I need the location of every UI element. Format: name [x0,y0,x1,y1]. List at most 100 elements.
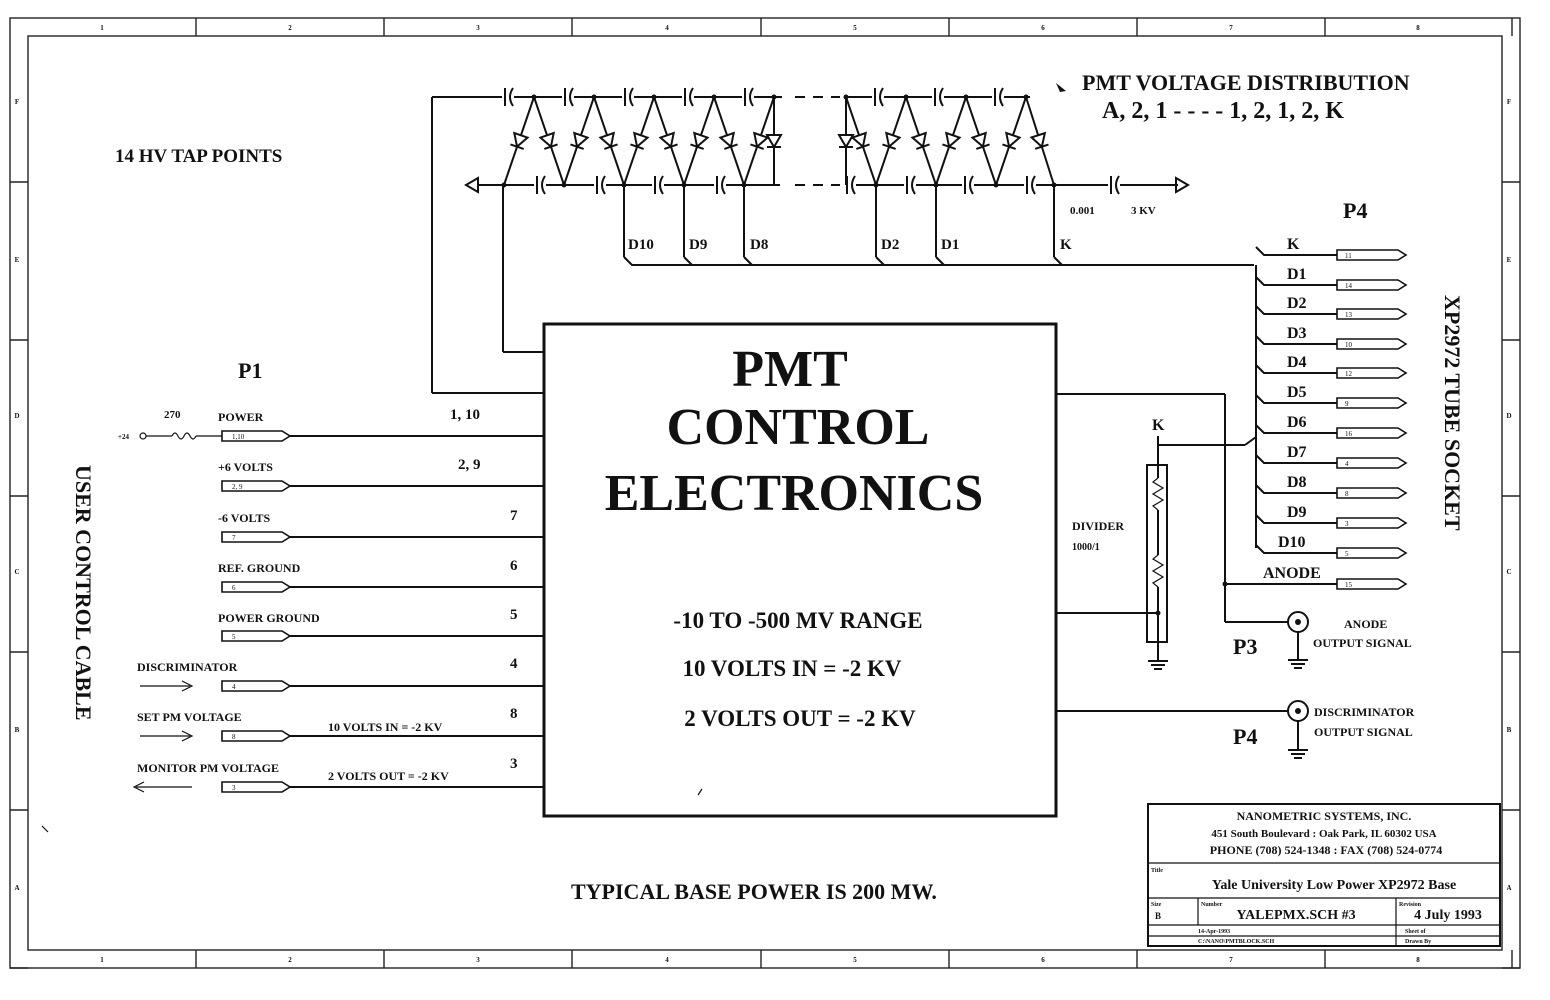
frame-col-marker: 6 [1041,956,1045,964]
pmt-control-electronics-block [542,322,1058,818]
power-supply-resistor [139,432,222,440]
frame-col-marker: 5 [853,24,857,32]
drawing-revision: 4 July 1993 [1414,908,1482,923]
p4-pin-name: K [1287,236,1300,253]
frame-col-marker: 3 [476,956,480,964]
frame-row-marker: D [1506,412,1511,420]
capacitor-symbol [652,175,664,195]
p4-pin-name: D2 [1287,295,1307,312]
diode-symbol [593,96,625,186]
p1-pin-number: 8 [510,706,518,722]
block-spec-in: 10 VOLTS IN = -2 KV [682,656,901,681]
anode-bnc-connector-icon [1287,611,1309,633]
p4-pin-name: D7 [1287,444,1307,461]
anode-output-line2: OUTPUT SIGNAL [1313,636,1412,650]
p4-pin-connector: 10 [1336,338,1408,350]
p1-pin-tag: 8 [232,733,236,741]
diode-symbol [965,96,997,186]
p4-pin-name: D3 [1287,325,1307,342]
p4-pin-connector: 12 [1336,367,1408,379]
p4-pin-connector: 8 [1336,487,1408,499]
p1-pin-number: 1, 10 [450,407,480,423]
frame-col-marker: 4 [665,24,669,32]
tube-socket-title: XP2972 TUBE SOCKET [1440,295,1465,531]
p4-output-label: P4 [1233,724,1257,749]
tap-k: K [1060,237,1072,253]
p4-pin-name: D8 [1287,474,1307,491]
p4-pin-connector: 14 [1336,279,1408,291]
block-title-line2: CONTROL [667,399,930,456]
diode-symbol [533,96,565,186]
ladder-node [591,94,597,100]
ladder-node [993,182,999,188]
frame-col-marker: 1 [100,956,104,964]
p4-pin-name: D10 [1278,534,1306,551]
p1-signal-name: DISCRIMINATOR [137,660,238,674]
disc-output-line1: DISCRIMINATOR [1314,705,1415,719]
diode-symbol [1025,96,1055,186]
anode-output-wiring [1056,583,1337,759]
p4-pin-name: D4 [1287,354,1307,371]
monitor-voltage-direction-arrow-icon [132,781,192,793]
frame-row-marker: A [14,884,19,892]
frame-col-marker: 3 [476,24,480,32]
p4-pin-tag: 5 [1345,550,1349,558]
number-tag: Number [1201,902,1223,908]
p1-signal-name: POWER GROUND [218,611,320,625]
p1-pin-number: 2, 9 [458,457,481,473]
anode-output-line1: ANODE [1344,617,1387,631]
monitor-voltage-note: 2 VOLTS OUT = -2 KV [328,769,449,783]
stray-mark [697,788,703,796]
diode-symbol [875,96,907,186]
p4-pin-name: ANODE [1263,565,1321,582]
p4-pin-name: D1 [1287,266,1307,283]
cap-value-label: 0.001 [1070,205,1095,217]
p1-pin-connector: 6 [221,581,292,593]
p4-pin-name: D9 [1287,504,1307,521]
ladder-node [843,94,849,100]
p4-pin-name: D6 [1287,414,1307,431]
frame-col-marker: 8 [1416,24,1420,32]
p1-pin-number: 6 [510,558,518,574]
drawing-number: YALEPMX.SCH #3 [1236,908,1355,923]
discriminator-bnc-connector-icon [1287,700,1309,722]
block-spec-range: -10 TO -500 MV RANGE [673,608,922,633]
company-phone: PHONE (708) 524-1348 : FAX (708) 524-077… [1210,843,1442,857]
ladder-node [501,182,507,188]
frame-row-marker: B [15,726,20,734]
drawing-size: B [1155,911,1161,921]
diode-symbol [765,97,783,185]
capacitor-symbol [682,87,694,107]
user-control-cable-label: USER CONTROL CABLE [71,465,96,721]
p4-pin-connector: 4 [1336,457,1408,469]
divider-node-k: K [1152,417,1165,434]
frame-row-marker: F [1507,98,1511,106]
frame-col-marker: 6 [1041,24,1045,32]
size-tag: Size [1151,902,1162,908]
title-block [1147,803,1501,947]
ladder-node [963,94,969,100]
ladder-node [771,94,777,100]
p4-pin-tag: 8 [1345,490,1349,498]
p1-pin-tag: 1,10 [232,433,245,441]
diode-symbol [837,97,855,185]
tap-d8: D8 [750,237,768,253]
frame-row-marker: D [14,412,19,420]
p1-signal-name: POWER [218,410,264,424]
p1-signal-name: MONITOR PM VOLTAGE [137,761,279,775]
p1-pin-connector: 1,10 [221,430,292,442]
divider-label: DIVIDER [1072,519,1124,533]
diode-symbol [653,96,685,186]
frame-col-marker: 7 [1229,24,1233,32]
diode-symbol [995,96,1027,186]
p4-pin-tag: 14 [1345,282,1353,290]
p4-pin-tag: 9 [1345,400,1349,408]
p1-pin-number: 3 [510,756,518,772]
p1-pin-connector: 7 [221,531,292,543]
